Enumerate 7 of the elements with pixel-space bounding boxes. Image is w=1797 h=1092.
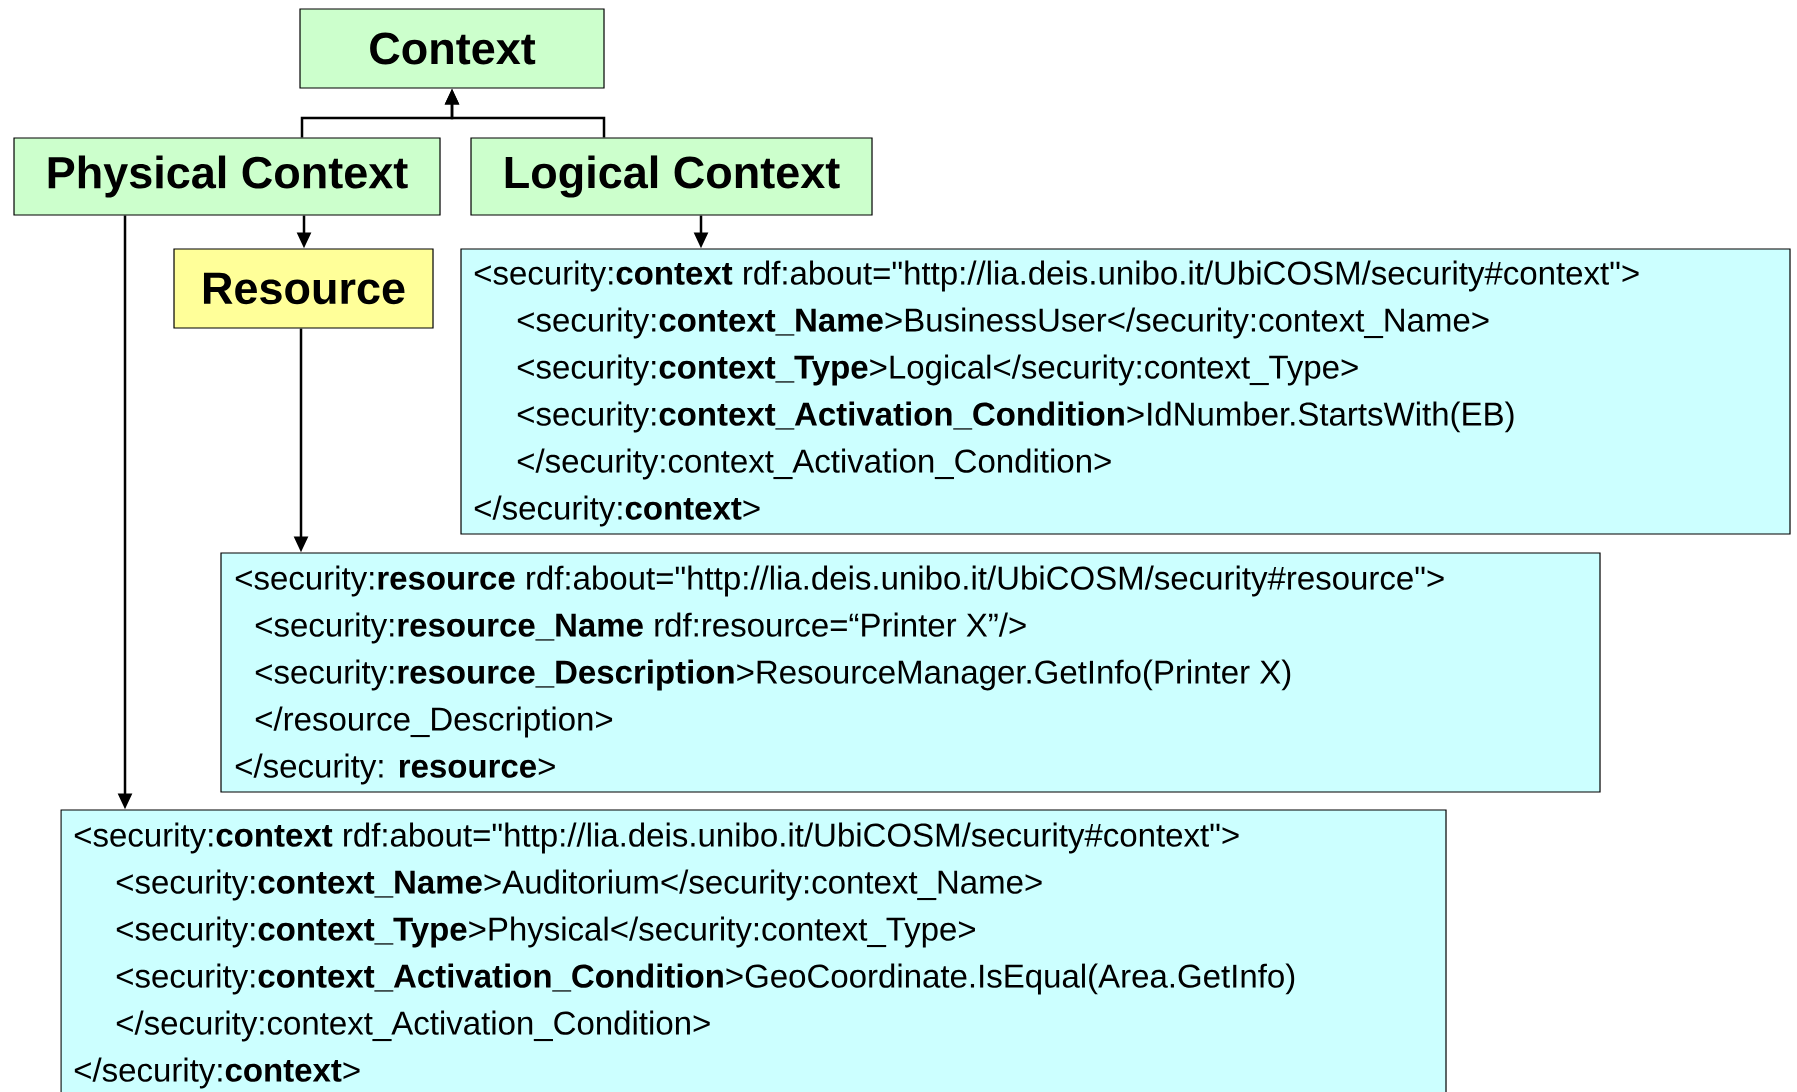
- context-box: Logical Context: [470, 137, 873, 216]
- code-box: <security:context rdf:about="http://lia.deis.unibo.it/UbiCOSM/security#context"> <security:context_Name>BusinessUser</security:context_Name> <security:context_Type>Logical</security:context_Type> <security:context_Activation_Condition>IdNumber.StartsWith(EB) </security:context_Activation_Condition> </security:context>: [460, 248, 1791, 535]
- code-box: <security:context rdf:about="http://lia.deis.unibo.it/UbiCOSM/security#context"> <security:context_Name>Auditorium</security:context_Name> <security:context_Type>Physical</security:context_Type> <security:context_Activation_Condition>GeoCoordinate.IsEqual(Area.GetInfo) </security:context_Activation_Condition> </security:context>: [60, 809, 1447, 1092]
- context-box: Context: [299, 8, 605, 89]
- context-box: Resource: [173, 248, 434, 329]
- code-box: <security:resource rdf:about="http://lia.deis.unibo.it/UbiCOSM/security#resource"> <security:resource_Name rdf:resource=“Printer X”/> <security:resource_Description>ResourceManager.GetInfo(Printer X) </resource_Description> </security: resource>: [220, 552, 1601, 793]
- context-box: Physical Context: [13, 137, 441, 216]
